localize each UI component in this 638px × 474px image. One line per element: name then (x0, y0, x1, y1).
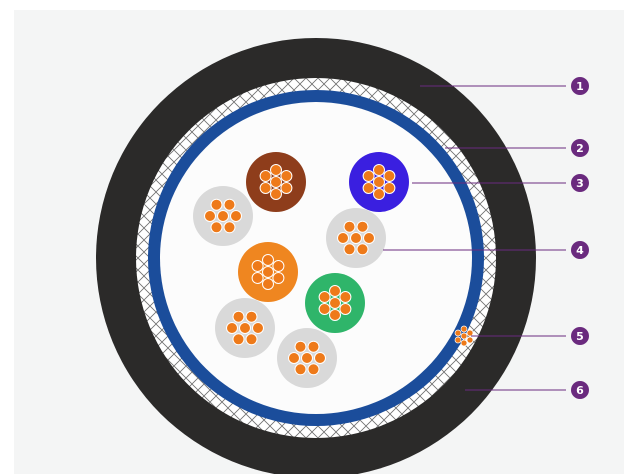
callout-5: 5 (471, 327, 589, 345)
copper-strand (259, 170, 272, 182)
drain-strand (466, 336, 474, 344)
callout-number: 1 (576, 80, 584, 93)
callout-badge (571, 77, 589, 95)
copper-strand (362, 182, 375, 194)
copper-strand (223, 198, 236, 211)
gray-core-4 (277, 328, 337, 388)
copper-strand (363, 232, 375, 244)
callout-badge (571, 174, 589, 192)
brown-core (246, 152, 306, 212)
copper-strand (350, 232, 362, 244)
callout-2: 2 (445, 139, 589, 157)
copper-strand (329, 297, 341, 309)
copper-strand (301, 352, 313, 364)
copper-strand (262, 266, 274, 278)
copper-strand (383, 170, 396, 182)
drain-strand (454, 329, 462, 337)
copper-strand (223, 221, 236, 234)
copper-strand (252, 322, 264, 334)
copper-strand (383, 182, 396, 194)
copper-strand (337, 232, 349, 244)
copper-strand (251, 260, 264, 272)
copper-strand (210, 198, 223, 211)
callout-3: 3 (412, 174, 589, 192)
copper-strand (232, 333, 245, 346)
copper-strand (343, 220, 356, 233)
drain-strand (460, 339, 468, 347)
copper-strand (232, 310, 245, 323)
callout-number: 4 (576, 244, 584, 257)
copper-strand (288, 352, 300, 364)
copper-strand (262, 278, 274, 290)
drain-strand (460, 332, 468, 340)
copper-strand (373, 176, 385, 188)
copper-strand (318, 291, 331, 303)
drain-strand (466, 329, 474, 337)
cable-layers (96, 38, 536, 474)
gray-core-2 (326, 208, 386, 268)
copper-strand (356, 220, 369, 233)
callout-badge (571, 241, 589, 259)
copper-strand (362, 170, 375, 182)
copper-strand (280, 170, 293, 182)
copper-strand (251, 272, 264, 284)
callout-6: 6 (465, 381, 589, 399)
drain-strand (454, 336, 462, 344)
copper-strand (329, 285, 341, 297)
copper-strand (262, 254, 274, 266)
copper-strand (270, 176, 282, 188)
green-core (305, 273, 365, 333)
copper-strand (210, 221, 223, 234)
callout-1: 1 (420, 77, 589, 95)
blue-core (349, 152, 409, 212)
copper-strand (314, 352, 326, 364)
drain-wire (454, 325, 474, 347)
copper-strand (270, 164, 282, 176)
copper-strand (217, 210, 229, 222)
orange-core (238, 242, 298, 302)
copper-strand (270, 188, 282, 200)
copper-strand (280, 182, 293, 194)
copper-strand (373, 164, 385, 176)
copper-strand (294, 340, 307, 353)
copper-strand (307, 363, 320, 376)
callout-number: 3 (576, 177, 584, 190)
callout-badge (571, 381, 589, 399)
callout-number: 2 (576, 142, 584, 155)
copper-strand (259, 182, 272, 194)
copper-strand (239, 322, 251, 334)
callout-labels: 1 2 3 4 5 6 (383, 77, 589, 399)
drain-strand (460, 325, 468, 333)
copper-strand (272, 260, 285, 272)
conductor-cores (193, 152, 409, 388)
copper-strand (307, 340, 320, 353)
copper-strand (343, 243, 356, 256)
copper-strand (245, 310, 258, 323)
copper-strand (339, 303, 352, 315)
callout-4: 4 (383, 241, 589, 259)
callout-number: 5 (576, 330, 584, 343)
gray-core-3 (215, 298, 275, 358)
copper-strand (373, 188, 385, 200)
copper-strand (339, 291, 352, 303)
copper-strand (272, 272, 285, 284)
copper-strand (230, 210, 242, 222)
copper-strand (356, 243, 369, 256)
callout-badge (571, 139, 589, 157)
callout-number: 6 (576, 384, 584, 397)
copper-strand (329, 309, 341, 321)
copper-strand (245, 333, 258, 346)
copper-strand (204, 210, 216, 222)
gray-core-1 (193, 186, 253, 246)
copper-strand (318, 303, 331, 315)
callout-badge (571, 327, 589, 345)
copper-strand (294, 363, 307, 376)
copper-strand (226, 322, 238, 334)
